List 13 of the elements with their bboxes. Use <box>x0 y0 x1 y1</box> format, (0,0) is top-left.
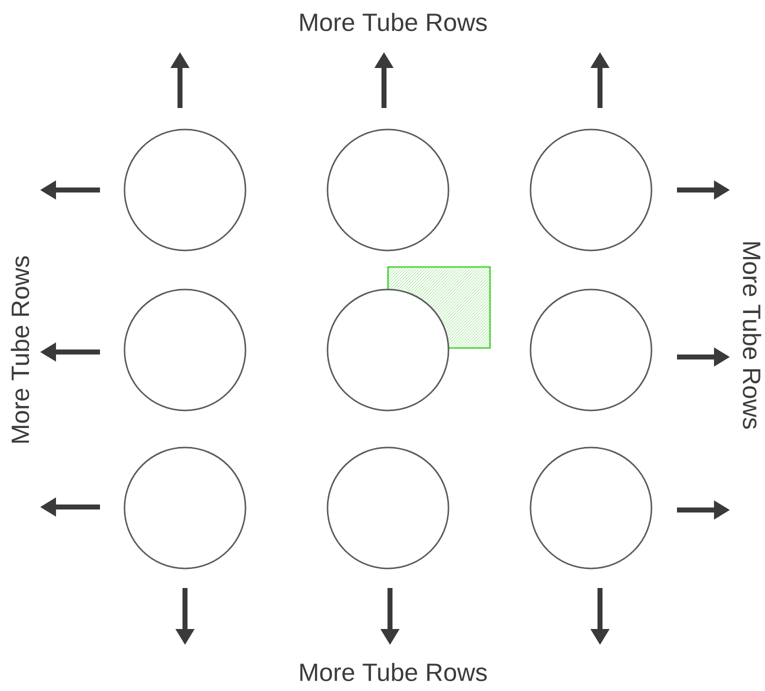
tube-circle <box>326 288 450 412</box>
tube-circle <box>530 288 652 412</box>
direction-label: More Tube Rows <box>742 242 762 429</box>
tube-circle <box>326 446 450 570</box>
tube-circle <box>124 288 246 412</box>
tube-circle <box>326 128 450 252</box>
tube-circle <box>124 446 246 570</box>
direction-label: More Tube Rows <box>300 662 487 682</box>
direction-label: More Tube Rows <box>300 12 487 32</box>
tube-circle <box>530 128 652 252</box>
tube-circle <box>124 128 246 252</box>
direction-label: More Tube Rows <box>10 256 30 443</box>
tube-circle <box>530 446 652 570</box>
